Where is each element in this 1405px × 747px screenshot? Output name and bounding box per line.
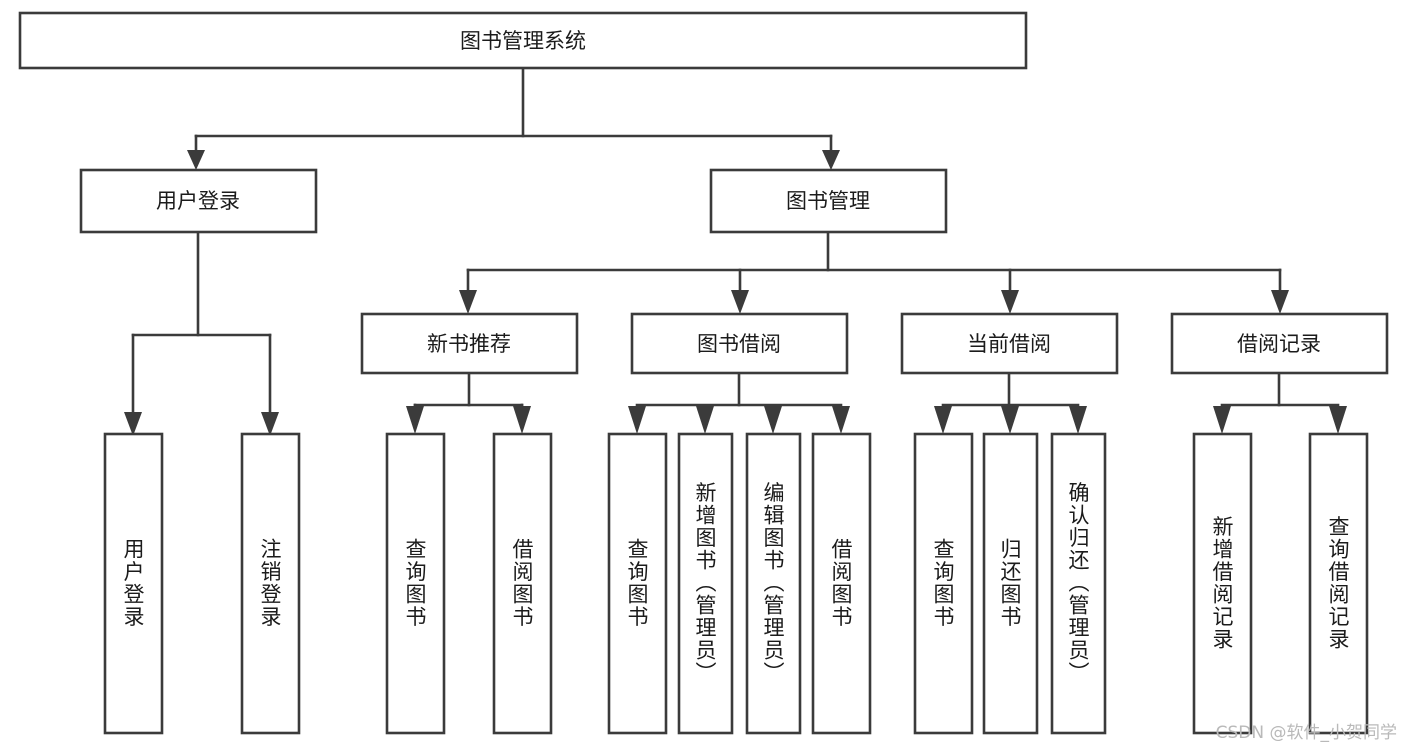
arrowhead-leaf-add-book — [696, 406, 714, 434]
arrowhead-book-borrow — [731, 290, 749, 314]
node-leaf-return-book-label: 归还图书 — [998, 538, 1022, 628]
node-leaf-borrow-book-2-label: 借阅图书 — [829, 538, 853, 628]
node-leaf-borrow-book-1[interactable]: 借阅图书 — [492, 432, 553, 735]
node-leaf-add-record-label: 新增借阅记录 — [1210, 516, 1234, 651]
node-book-borrow-box[interactable] — [630, 312, 849, 375]
node-leaf-logout-login[interactable]: 注销登录 — [240, 432, 301, 735]
node-leaf-add-book-box[interactable] — [677, 432, 734, 735]
arrowhead-leaf-borrow-book-1 — [513, 406, 531, 434]
node-leaf-query-book-2-label: 查询图书 — [625, 538, 649, 628]
node-user-login-box[interactable] — [79, 168, 318, 234]
node-leaf-query-book-1[interactable]: 查询图书 — [385, 432, 446, 735]
node-leaf-add-book[interactable]: 新增图书（管理员） — [677, 432, 734, 735]
arrowhead-leaf-query-book-1 — [406, 406, 424, 434]
node-leaf-borrow-book-1-box[interactable] — [492, 432, 553, 735]
node-leaf-query-record-box[interactable] — [1308, 432, 1369, 735]
node-leaf-query-book-3-box[interactable] — [913, 432, 974, 735]
node-leaf-user-login[interactable]: 用户登录 — [103, 432, 164, 735]
node-leaf-add-book-label: 新增图书（管理员） — [693, 482, 717, 685]
node-leaf-query-record-label: 查询借阅记录 — [1326, 516, 1350, 651]
node-borrow-record-label: 借阅记录 — [1237, 332, 1321, 356]
node-leaf-borrow-book-1-label: 借阅图书 — [510, 538, 534, 628]
node-current-borrow[interactable]: 当前借阅 — [900, 312, 1119, 375]
node-leaf-query-book-2-box[interactable] — [607, 432, 668, 735]
node-root-label: 图书管理系统 — [460, 29, 586, 53]
node-leaf-borrow-book-2-box[interactable] — [811, 432, 872, 735]
node-new-book-recommend[interactable]: 新书推荐 — [360, 312, 579, 375]
arrowhead-current-borrow — [1001, 290, 1019, 314]
node-current-borrow-box[interactable] — [900, 312, 1119, 375]
node-leaf-return-book[interactable]: 归还图书 — [982, 432, 1039, 735]
node-leaf-confirm-return-box[interactable] — [1050, 432, 1107, 735]
node-leaf-edit-book-label: 编辑图书（管理员） — [761, 482, 785, 685]
node-leaf-add-record-box[interactable] — [1192, 432, 1253, 735]
node-current-borrow-label: 当前借阅 — [967, 332, 1051, 356]
arrowhead-leaf-confirm-return — [1069, 406, 1087, 434]
node-leaf-logout-login-label: 注销登录 — [258, 538, 282, 628]
node-leaf-query-book-3-label: 查询图书 — [931, 538, 955, 628]
arrowhead-leaf-user-login — [124, 412, 142, 436]
node-leaf-user-login-label: 用户登录 — [121, 538, 145, 628]
node-leaf-logout-login-box[interactable] — [240, 432, 301, 735]
node-leaf-query-book-1-label: 查询图书 — [403, 538, 427, 628]
connector-layer — [124, 66, 1347, 436]
node-leaf-user-login-box[interactable] — [103, 432, 164, 735]
arrowhead-leaf-query-book-3 — [934, 406, 952, 434]
arrowhead-user-login — [187, 150, 205, 170]
arrowhead-leaf-query-record — [1329, 406, 1347, 434]
node-leaf-add-record[interactable]: 新增借阅记录 — [1192, 432, 1253, 735]
arrowhead-borrow-record — [1271, 290, 1289, 314]
node-book-manage-box[interactable] — [709, 168, 948, 234]
node-book-manage-label: 图书管理 — [786, 189, 870, 213]
watermark: CSDN @软件_小贺同学 — [1215, 723, 1397, 743]
node-user-login[interactable]: 用户登录 — [79, 168, 318, 234]
node-leaf-edit-book-box[interactable] — [745, 432, 802, 735]
node-book-borrow[interactable]: 图书借阅 — [630, 312, 849, 375]
node-leaf-borrow-book-2[interactable]: 借阅图书 — [811, 432, 872, 735]
node-root[interactable]: 图书管理系统 — [18, 11, 1028, 70]
node-leaf-query-record[interactable]: 查询借阅记录 — [1308, 432, 1369, 735]
node-leaf-query-book-1-box[interactable] — [385, 432, 446, 735]
arrowhead-leaf-add-record — [1213, 406, 1231, 434]
node-leaf-query-book-3[interactable]: 查询图书 — [913, 432, 974, 735]
arrowhead-leaf-borrow-book-2 — [832, 406, 850, 434]
node-borrow-record[interactable]: 借阅记录 — [1170, 312, 1389, 375]
node-user-login-label: 用户登录 — [156, 189, 240, 213]
arrowhead-new-book-recommend — [459, 290, 477, 314]
node-leaf-query-book-2[interactable]: 查询图书 — [607, 432, 668, 735]
node-new-book-recommend-label: 新书推荐 — [427, 332, 511, 356]
arrowhead-leaf-logout-login — [261, 412, 279, 436]
node-leaf-confirm-return[interactable]: 确认归还（管理员） — [1050, 432, 1107, 735]
arrowhead-leaf-return-book — [1001, 406, 1019, 434]
node-book-borrow-label: 图书借阅 — [697, 332, 781, 356]
arrowhead-leaf-edit-book — [764, 406, 782, 434]
node-new-book-recommend-box[interactable] — [360, 312, 579, 375]
node-leaf-return-book-box[interactable] — [982, 432, 1039, 735]
node-root-box[interactable] — [18, 11, 1028, 70]
node-book-manage[interactable]: 图书管理 — [709, 168, 948, 234]
node-leaf-edit-book[interactable]: 编辑图书（管理员） — [745, 432, 802, 735]
arrowhead-book-manage — [822, 150, 840, 170]
node-borrow-record-box[interactable] — [1170, 312, 1389, 375]
arrowhead-leaf-query-book-2 — [628, 406, 646, 434]
node-leaf-confirm-return-label: 确认归还（管理员） — [1066, 482, 1090, 685]
